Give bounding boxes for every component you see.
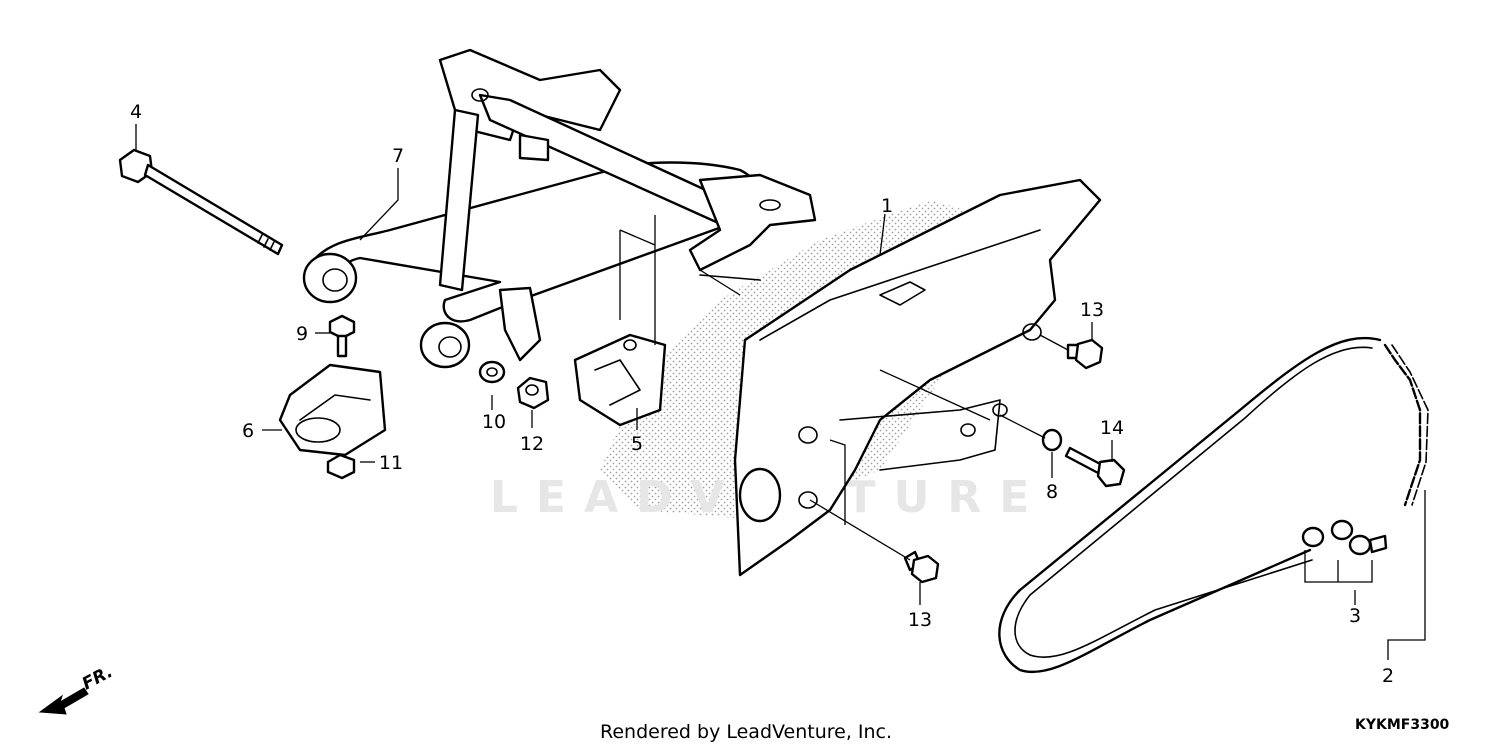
callout-11: 11 <box>379 452 403 474</box>
chain-guide-5 <box>573 215 667 427</box>
chain-case <box>699 178 1102 577</box>
bolt-13-upper <box>1039 334 1104 370</box>
callout-14: 14 <box>1100 417 1124 439</box>
credit-text: Rendered by LeadVenture, Inc. <box>600 721 892 743</box>
washer-8 <box>999 414 1063 452</box>
callout-5: 5 <box>631 433 643 455</box>
swingarm <box>302 48 817 369</box>
washer-10 <box>478 360 506 384</box>
callout-8: 8 <box>1046 481 1058 503</box>
callout-1: 1 <box>881 195 893 217</box>
callout-13-upper: 13 <box>1080 299 1104 321</box>
nut-12 <box>516 376 550 410</box>
front-direction-indicator: FR. <box>38 662 116 715</box>
bolt-13-lower <box>809 499 940 584</box>
callout-4: 4 <box>130 101 142 123</box>
pivot-bolt <box>118 148 284 256</box>
callout-13-lower: 13 <box>908 609 932 631</box>
bolt-14 <box>1064 446 1126 488</box>
callout-leaders <box>135 124 1426 660</box>
front-arrow-icon <box>38 687 89 715</box>
callout-2: 2 <box>1382 665 1394 687</box>
diagram-code: KYKMF3300 <box>1355 717 1450 733</box>
master-link <box>1301 519 1388 583</box>
drive-chain <box>998 336 1429 674</box>
callout-12: 12 <box>520 433 544 455</box>
callout-9: 9 <box>296 323 308 345</box>
nut-11 <box>326 453 356 480</box>
callout-6: 6 <box>242 420 254 442</box>
chain-slider <box>278 363 387 457</box>
callout-7: 7 <box>392 145 404 167</box>
bolt-9 <box>328 314 356 358</box>
callout-3: 3 <box>1349 605 1361 627</box>
callout-10: 10 <box>482 411 506 433</box>
